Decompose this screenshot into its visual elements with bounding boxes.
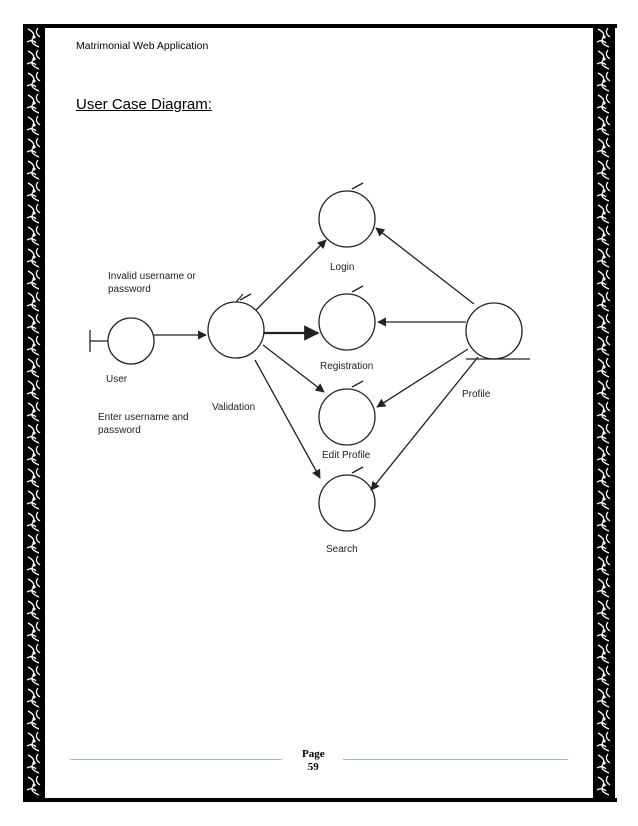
section-title: User Case Diagram: xyxy=(76,96,212,113)
label-profile: Profile xyxy=(462,389,491,400)
page-number-block: Page 59 xyxy=(302,748,325,774)
label-user: User xyxy=(106,374,128,385)
top-border-line xyxy=(23,24,617,28)
label-invalid-line1: Invalid username or xyxy=(108,271,196,282)
label-login: Login xyxy=(330,262,354,273)
edge-profile-login xyxy=(375,227,475,305)
footer-rule-right xyxy=(343,759,568,760)
label-enter-line2: password xyxy=(98,425,141,436)
edge-validation-search xyxy=(254,359,321,479)
edit-profile-node xyxy=(318,380,376,446)
edge-profile-editprofile xyxy=(376,348,469,408)
search-node xyxy=(318,466,376,532)
label-enter-line1: Enter username and xyxy=(98,412,189,423)
profile-node xyxy=(465,302,530,360)
label-registration: Registration xyxy=(320,361,373,372)
document-header: Matrimonial Web Application xyxy=(76,40,209,52)
right-decorative-border xyxy=(593,26,615,800)
bottom-border-line xyxy=(23,798,617,802)
label-validation: Validation xyxy=(212,402,255,413)
label-edit-profile: Edit Profile xyxy=(322,450,371,461)
edge-validation-editprofile xyxy=(262,344,325,393)
edge-profile-search xyxy=(370,356,479,491)
user-node xyxy=(89,317,155,365)
left-decorative-border xyxy=(23,26,45,800)
label-search: Search xyxy=(326,544,358,555)
page-label: Page xyxy=(302,748,325,760)
page-number: 59 xyxy=(307,761,319,773)
login-node xyxy=(318,182,376,248)
edge-validation-login xyxy=(255,239,327,311)
label-invalid-line2: password xyxy=(108,284,151,295)
registration-node xyxy=(318,285,376,351)
validation-node xyxy=(207,293,265,359)
footer-rule-left xyxy=(70,759,282,760)
